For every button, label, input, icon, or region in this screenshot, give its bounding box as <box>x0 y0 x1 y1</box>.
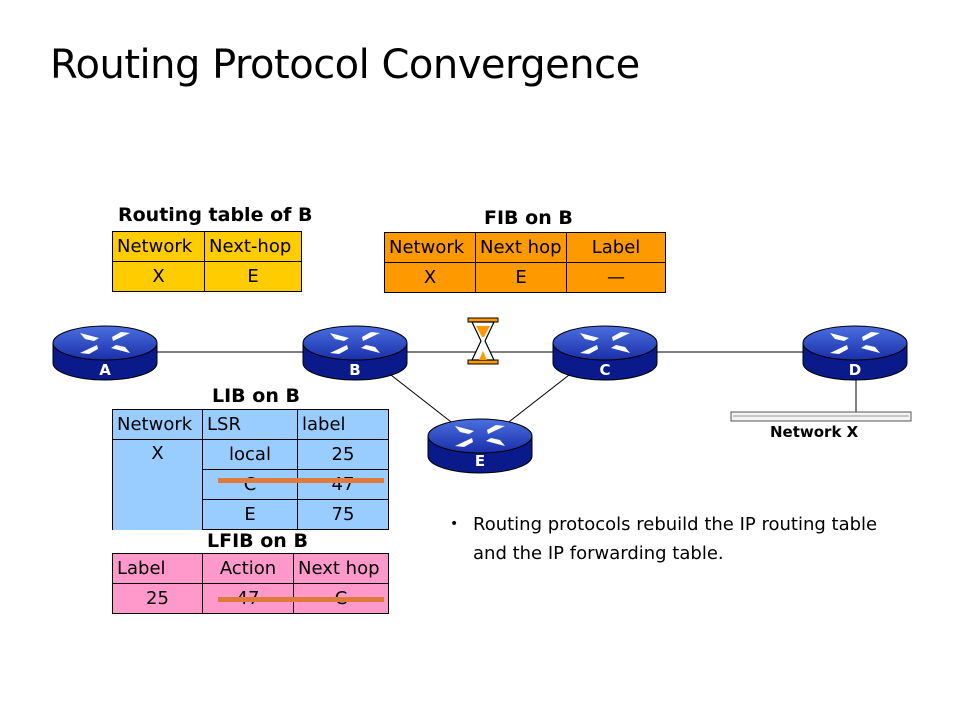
table-cell: — <box>566 262 666 293</box>
router-label: D <box>849 361 861 379</box>
table-row: X local 25 <box>112 439 389 530</box>
table-cell: 25 <box>297 439 389 470</box>
table-row: X E <box>112 261 302 292</box>
router-label: E <box>475 452 485 470</box>
table-cell: E <box>204 261 302 292</box>
lfib-caption: LFIB on B <box>207 530 308 552</box>
table-header: Label <box>112 553 203 584</box>
table-header: Label <box>566 232 666 263</box>
table-header: Next hop <box>475 232 567 263</box>
table-header: label <box>297 409 389 440</box>
lib-table: Network LSR label X local 25 C 47 E 75 <box>112 409 389 530</box>
table-cell: 25 <box>112 583 203 614</box>
router-d: D <box>802 325 908 381</box>
table-header: Network <box>112 231 205 262</box>
router-c: C <box>552 325 658 381</box>
fib-table: Network Next hop Label X E — <box>384 232 666 293</box>
table-cell: C <box>202 469 298 500</box>
page-title: Routing Protocol Convergence <box>50 42 640 88</box>
router-label: B <box>349 361 360 379</box>
table-header: Network <box>112 409 203 440</box>
table-cell: X <box>384 262 476 293</box>
table-header: Next hop <box>293 553 389 584</box>
table-header: LSR <box>202 409 298 440</box>
link-c-e <box>504 367 579 426</box>
hourglass-icon <box>467 317 499 365</box>
table-cell: 47 <box>297 469 389 500</box>
lfib-strikethrough <box>218 597 384 602</box>
table-cell: 75 <box>297 499 389 530</box>
table-header-row: Network Next-hop <box>112 231 302 262</box>
table-cell: E <box>475 262 567 293</box>
bullet-text: Routing protocols rebuild the IP routing… <box>473 514 878 564</box>
network-x-label: Network X <box>770 423 859 441</box>
routing-table: Network Next-hop X E <box>112 231 302 292</box>
router-label: A <box>99 361 111 379</box>
table-cell: X <box>112 261 205 292</box>
fib-caption: FIB on B <box>484 207 573 229</box>
table-header: Action <box>202 553 294 584</box>
lfib-table: Label Action Next hop 25 47 C <box>112 553 389 614</box>
router-b: B <box>302 325 408 381</box>
router-a: A <box>52 325 158 381</box>
table-header-row: Label Action Next hop <box>112 553 389 584</box>
table-cell: local <box>202 439 298 470</box>
table-row: X E — <box>384 262 666 293</box>
table-cell: E <box>202 499 298 530</box>
router-e: E <box>427 418 533 474</box>
link-b-e <box>381 367 456 426</box>
table-row: E 75 <box>113 499 389 530</box>
router-label: C <box>599 361 610 379</box>
routing-table-caption: Routing table of B <box>118 204 313 226</box>
bullet-dot-icon: • <box>450 516 459 532</box>
lib-caption: LIB on B <box>212 385 300 407</box>
network-x-segment <box>730 411 912 422</box>
table-cell: X <box>112 439 203 530</box>
lib-strikethrough <box>218 478 384 483</box>
table-header-row: Network LSR label <box>112 409 389 440</box>
table-row: C 47 <box>113 469 389 500</box>
